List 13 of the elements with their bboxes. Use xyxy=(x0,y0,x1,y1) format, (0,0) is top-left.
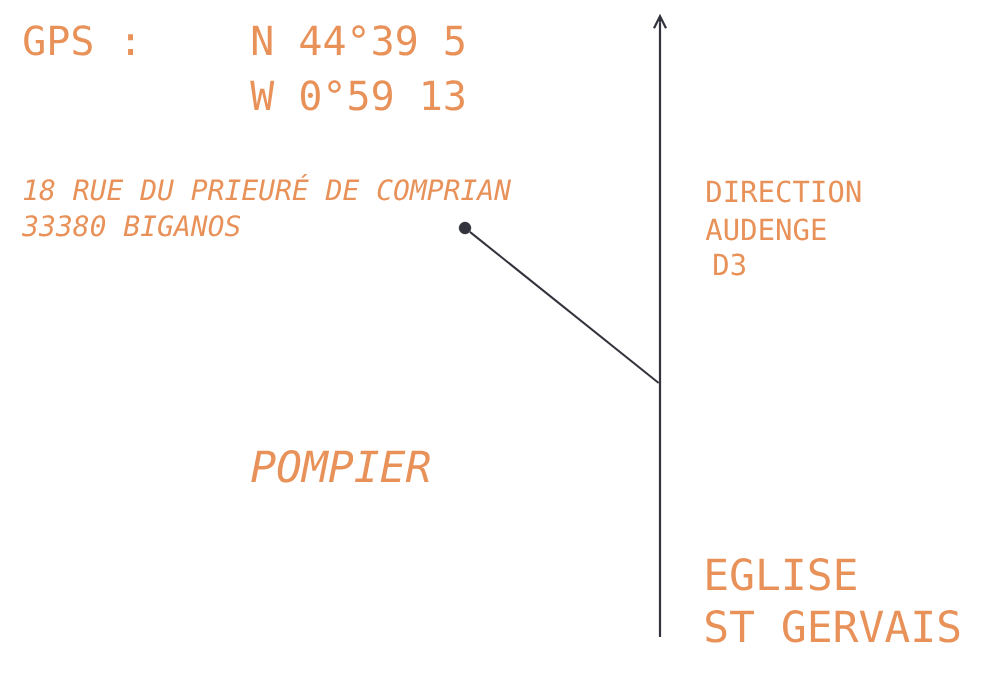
road-branch xyxy=(468,230,660,384)
coordinate-label: N 44°39 5 xyxy=(252,25,464,56)
direction-label: DIRECTION xyxy=(707,180,861,203)
address-text: 18 RUE DU PRIEURÉ DE COMPRIAN xyxy=(23,174,512,201)
coordinate-label: W 0°59 13 xyxy=(250,80,464,111)
address-text: 33380 BIGANOS xyxy=(21,215,241,237)
direction-label: D3 xyxy=(714,253,745,276)
place-label: POMPIER xyxy=(251,450,430,483)
coordinate-label: GPS : xyxy=(24,25,133,56)
road-drawing xyxy=(653,13,667,637)
place-label: ST GERVAIS xyxy=(706,610,960,643)
direction-label: AUDENGE xyxy=(705,218,826,241)
place-label: EGLISE xyxy=(707,558,856,591)
